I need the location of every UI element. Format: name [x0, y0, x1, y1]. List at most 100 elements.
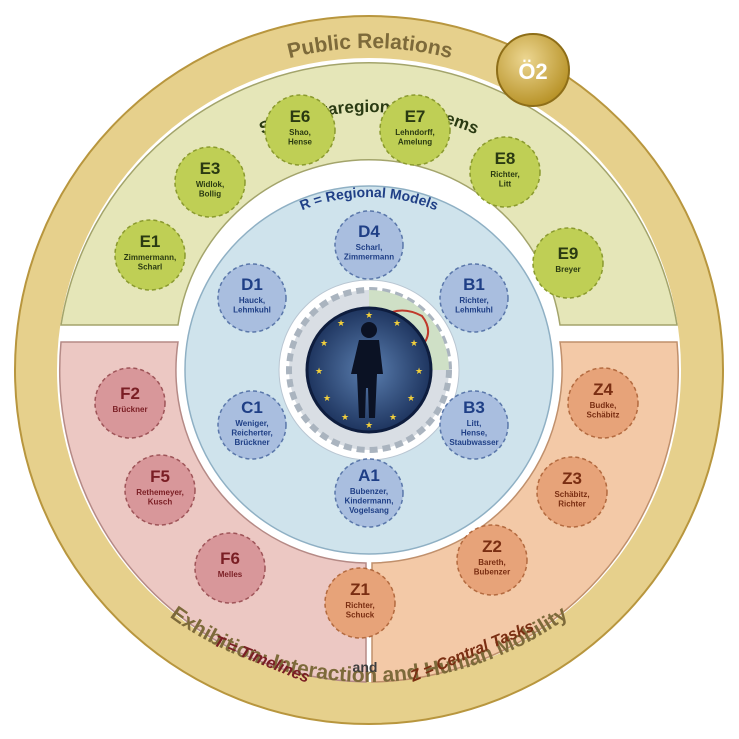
project-node-circle [469, 136, 541, 208]
project-id: E3 [200, 159, 221, 178]
project-names: Rethemeyer, [136, 488, 184, 497]
project-id: F2 [120, 384, 140, 403]
project-names: Lehndorff, [395, 128, 435, 137]
supraregional-band [60, 62, 678, 326]
project-node-circle [174, 146, 246, 218]
project-node-circle [379, 94, 451, 166]
project-id: C1 [241, 398, 263, 417]
svg-text:★: ★ [389, 412, 397, 422]
project-names: Schäbitz, [554, 490, 589, 499]
supraregional-nodes: E1Zimmermann,ScharlE3Widlok,BolligE6Shao… [114, 94, 604, 299]
o2-badge[interactable]: Ö2 [496, 33, 570, 107]
project-names: Schuck [346, 611, 375, 620]
central-nodes: Z4Budke,SchäbitzZ3Schäbitz,RichterZ2Bare… [324, 367, 639, 639]
project-names: Lehmkuhl [455, 306, 493, 315]
project-node-circle [114, 219, 186, 291]
project-names: Widlok, [196, 180, 224, 189]
svg-text:★: ★ [393, 318, 401, 328]
project-names: Scharl [138, 263, 162, 272]
project-node-circle [456, 524, 528, 596]
stars-icon: ★★★ ★★★ ★★★ ★★★ [315, 310, 423, 430]
project-node-circle [334, 458, 404, 528]
project-names: Scharl, [356, 243, 383, 252]
project-id: Z4 [593, 380, 613, 399]
project-id: A1 [358, 466, 380, 485]
svg-text:★: ★ [341, 412, 349, 422]
project-names: Kusch [148, 498, 173, 507]
project-id: E6 [290, 107, 311, 126]
project-names: Kindermann, [345, 497, 394, 506]
o2-badge-label: Ö2 [518, 59, 547, 84]
svg-text:★: ★ [407, 393, 415, 403]
project-names: Brückner [234, 438, 269, 447]
project-names: Breyer [555, 265, 580, 274]
project-id: E9 [558, 244, 579, 263]
project-id: B3 [463, 398, 485, 417]
project-node-circle [536, 456, 608, 528]
project-id: D4 [358, 222, 380, 241]
svg-text:★: ★ [315, 366, 323, 376]
project-names: Litt, [467, 419, 482, 428]
svg-text:★: ★ [410, 338, 418, 348]
project-node-circle [334, 210, 404, 280]
project-names: Hense [288, 138, 313, 147]
project-node-circle [567, 367, 639, 439]
project-names: Bollig [199, 190, 221, 199]
project-node-circle [264, 94, 336, 166]
project-node-circle [217, 390, 287, 460]
project-names: Hauck, [239, 296, 265, 305]
project-names: Staubwasser [449, 438, 498, 447]
project-names: Bubenzer [474, 568, 510, 577]
project-id: Z1 [350, 580, 370, 599]
project-node-circle [217, 263, 287, 333]
project-id: Z3 [562, 469, 582, 488]
project-names: Reicherter, [231, 429, 272, 438]
svg-text:★: ★ [415, 366, 423, 376]
svg-text:★: ★ [323, 393, 331, 403]
project-node-circle [439, 390, 509, 460]
project-names: Litt [499, 180, 512, 189]
svg-text:★: ★ [365, 420, 373, 430]
project-id: E7 [405, 107, 426, 126]
project-names: Lehmkuhl [233, 306, 271, 315]
project-names: Zimmermann, [124, 253, 176, 262]
project-names: Richter, [459, 296, 488, 305]
project-names: Zimmermann [344, 253, 394, 262]
and-label: and [353, 659, 378, 675]
project-names: Budke, [590, 401, 617, 410]
project-node-circle [94, 367, 166, 439]
central-emblem: ★★★ ★★★ ★★★ ★★★ [278, 279, 460, 461]
project-names: Bubenzer, [350, 487, 388, 496]
project-names: Bareth, [478, 558, 506, 567]
human-figure-icon [351, 322, 383, 418]
project-names: Schäbitz [587, 411, 620, 420]
project-names: Richter, [345, 601, 374, 610]
project-names: Richter [558, 500, 586, 509]
svg-text:★: ★ [337, 318, 345, 328]
project-names: Richter, [490, 170, 519, 179]
project-node-circle [194, 532, 266, 604]
svg-text:★: ★ [320, 338, 328, 348]
